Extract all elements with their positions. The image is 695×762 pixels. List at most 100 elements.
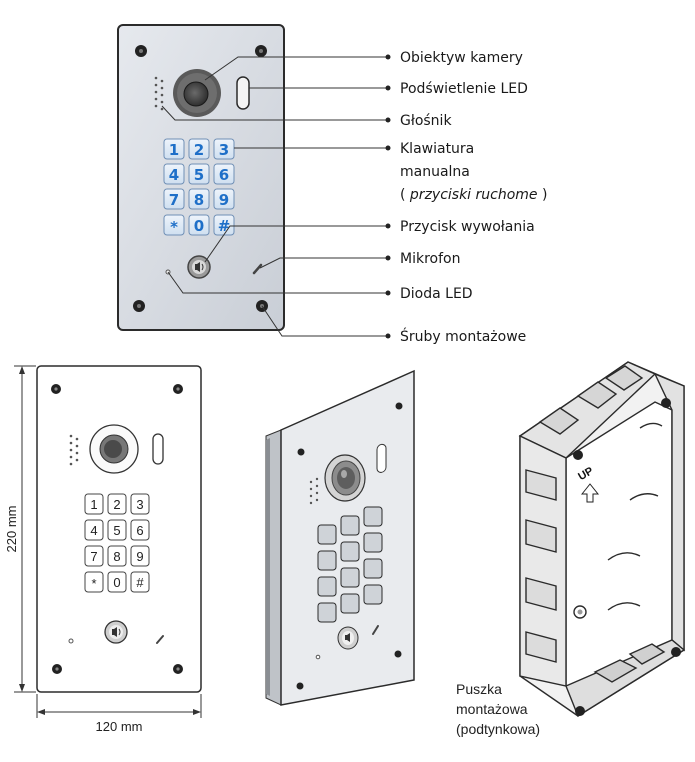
microphone-slot-icon <box>372 625 379 635</box>
box-caption-3: (podtynkowa) <box>456 721 540 737</box>
screw-icon <box>133 300 145 312</box>
box-caption-2: montażowa <box>456 701 528 717</box>
key-label: 8 <box>113 549 120 564</box>
screw-icon <box>395 402 403 410</box>
call-button-icon <box>104 620 128 644</box>
led-diode-icon <box>68 638 74 644</box>
key: * <box>84 571 104 593</box>
key <box>340 567 360 588</box>
up-arrow-icon <box>580 483 600 503</box>
key: 7 <box>163 188 185 210</box>
led-diode-icon <box>315 654 321 660</box>
key-label: 0 <box>113 575 120 590</box>
key-label: 5 <box>194 166 204 184</box>
key <box>363 558 383 579</box>
callout-labels: Obiektyw kamery Podświetlenie LED Głośni… <box>400 50 547 345</box>
key-label: 8 <box>194 191 204 209</box>
keypad-perspective <box>317 506 383 623</box>
screw-hole-icon <box>577 609 583 615</box>
key: 7 <box>84 545 104 567</box>
screw-icon <box>296 682 304 690</box>
callout-lines <box>161 56 387 337</box>
front-panel-top: 1 2 3 4 5 6 7 8 9 * 0 # <box>117 24 285 331</box>
key: 1 <box>84 493 104 515</box>
led-window-icon <box>376 443 387 473</box>
screw-icon <box>52 664 62 674</box>
screw-icon <box>135 45 147 57</box>
dimension-width: 120 mm <box>96 719 143 734</box>
key-label: 2 <box>113 497 120 512</box>
key-label: * <box>170 218 178 236</box>
speaker-holes-icon <box>309 477 319 505</box>
key: 1 <box>163 138 185 160</box>
key <box>363 584 383 605</box>
key: # <box>213 214 235 236</box>
key <box>340 515 360 536</box>
key: 9 <box>213 188 235 210</box>
key: 8 <box>107 545 127 567</box>
speaker-holes-icon <box>154 76 164 111</box>
key-label: 2 <box>194 141 204 159</box>
key <box>317 576 337 597</box>
key-label: 4 <box>169 166 179 184</box>
keypad-top: 1 2 3 4 5 6 7 8 9 * 0 # <box>163 138 235 236</box>
key-label: 1 <box>90 497 97 512</box>
key-label: 6 <box>136 523 143 538</box>
key-label: 0 <box>194 217 204 235</box>
camera-lens-icon <box>173 69 221 117</box>
box-caption-1: Puszka <box>456 681 502 697</box>
mounting-box <box>518 361 686 718</box>
label-keypad-3: ( przyciski ruchome ) <box>400 187 547 203</box>
screw-icon <box>575 706 585 716</box>
keypad-dimensioned: 1 2 3 4 5 6 7 8 9 * 0 # <box>84 493 150 593</box>
key <box>363 532 383 553</box>
key: 2 <box>107 493 127 515</box>
key-label: 3 <box>136 497 143 512</box>
key: # <box>130 571 150 593</box>
call-button-icon <box>187 255 211 279</box>
key-label: 6 <box>219 166 229 184</box>
screw-icon <box>394 650 402 658</box>
callout-bullets <box>385 54 391 339</box>
speaker-holes-icon <box>69 434 79 466</box>
key <box>317 550 337 571</box>
key: 2 <box>188 138 210 160</box>
microphone-slot-icon <box>252 263 263 275</box>
label-diode: Dioda LED <box>400 286 473 302</box>
key: 6 <box>130 519 150 541</box>
key: 0 <box>107 571 127 593</box>
front-panel-dimensioned: 1 2 3 4 5 6 7 8 9 * 0 # <box>36 365 202 693</box>
key-label: 4 <box>90 523 97 538</box>
screw-icon <box>671 647 681 657</box>
key-label: 9 <box>136 549 143 564</box>
key <box>363 506 383 527</box>
key-label: 9 <box>219 191 229 209</box>
label-speaker: Głośnik <box>400 113 452 129</box>
key <box>317 524 337 545</box>
dimension-lines <box>14 365 202 718</box>
key-label: 3 <box>219 141 229 159</box>
screw-icon <box>573 450 583 460</box>
key: 6 <box>213 163 235 185</box>
label-call: Przycisk wywołania <box>400 219 535 235</box>
label-camera: Obiektyw kamery <box>400 50 523 66</box>
box-caption: Puszka montażowa (podtynkowa) <box>456 681 540 737</box>
key: * <box>163 214 185 236</box>
label-mic: Mikrofon <box>400 251 460 267</box>
key-label: # <box>218 217 231 235</box>
led-window-icon <box>236 76 250 110</box>
key: 0 <box>188 214 210 236</box>
screw-icon <box>255 45 267 57</box>
label-keypad-2: manualna <box>400 164 470 180</box>
led-window-icon <box>152 433 164 465</box>
call-button-icon <box>337 626 359 650</box>
screw-icon <box>173 384 183 394</box>
label-keypad-1: Klawiatura <box>400 141 474 157</box>
key: 3 <box>213 138 235 160</box>
key-label: # <box>136 575 144 590</box>
front-panel-perspective <box>265 369 415 706</box>
screw-icon <box>297 448 305 456</box>
key: 3 <box>130 493 150 515</box>
key: 5 <box>107 519 127 541</box>
